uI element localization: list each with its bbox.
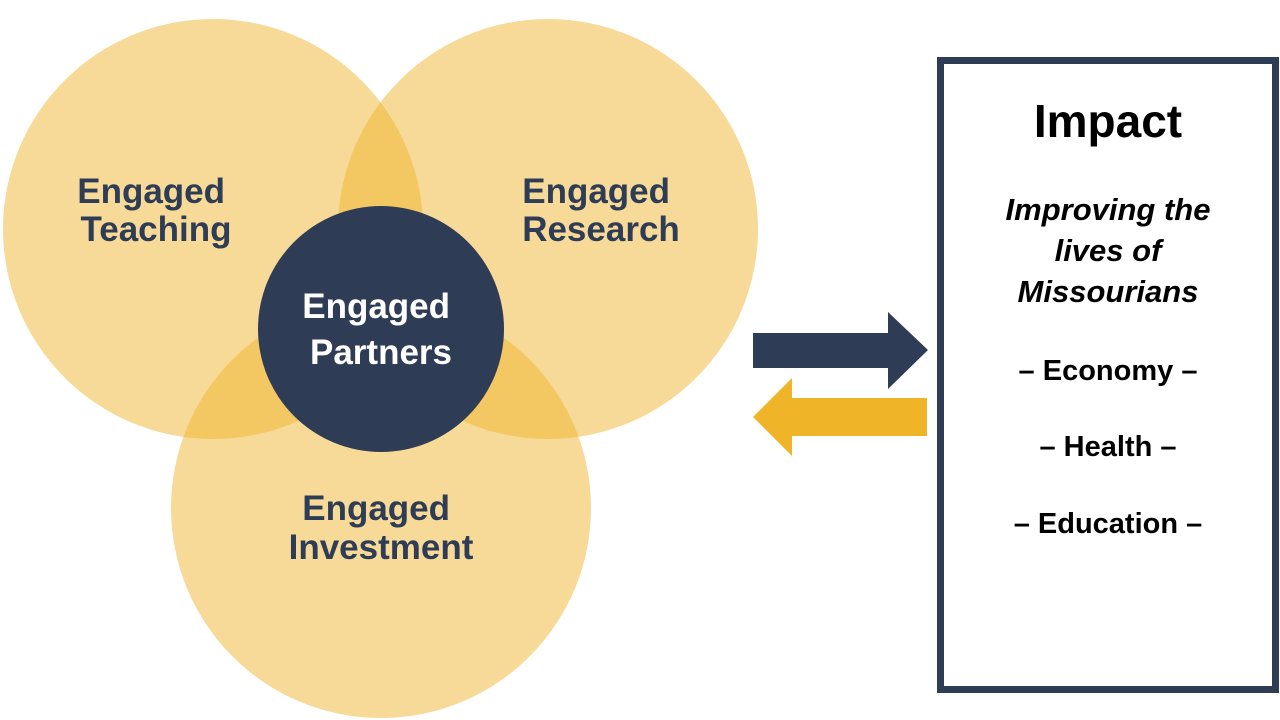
teaching-label: Engaged Teaching [77, 172, 235, 249]
impact-item-education: – Education – [1013, 508, 1203, 540]
impact-box: Impact Improving the lives of Missourian… [937, 57, 1279, 693]
partners-label: Engaged Partners [302, 287, 460, 372]
overlap-teaching-investment [171, 298, 423, 439]
arrow-left-icon [753, 378, 927, 456]
impact-title: Impact [1033, 95, 1183, 147]
impact-item-health: – Health – [1039, 431, 1177, 463]
impact-subtitle-line: Missourians [1017, 274, 1199, 309]
impact-subtitle-line: Improving the [1005, 192, 1211, 227]
impact-subtitle: Improving the lives of Missourians [964, 189, 1252, 312]
research-label: Engaged Research [522, 172, 680, 249]
investment-label: Engaged Investment [289, 489, 474, 567]
impact-item-economy: – Economy – [1018, 355, 1198, 387]
impact-subtitle-line: lives of [1054, 233, 1162, 268]
partners-circle [258, 206, 504, 452]
arrow-right-icon [753, 312, 928, 389]
overlap-research-investment [338, 298, 591, 439]
